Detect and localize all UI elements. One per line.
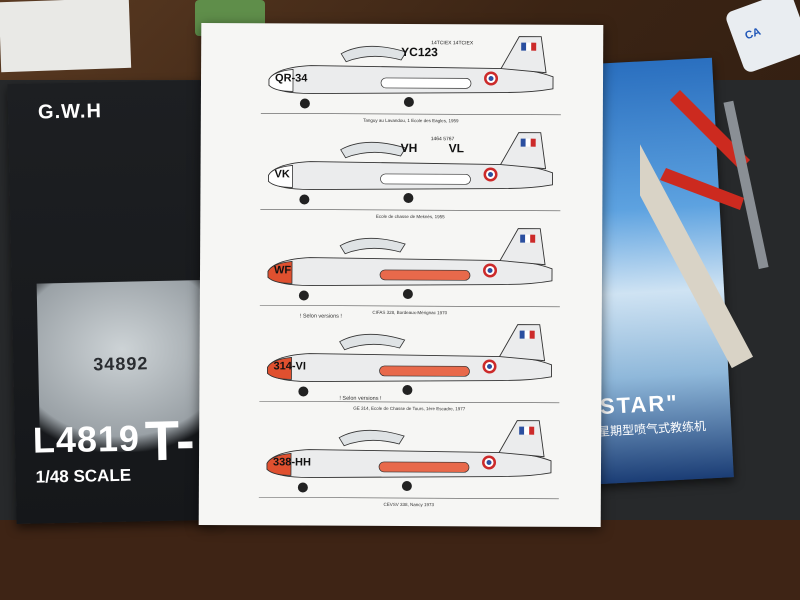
fin-flag-blue	[520, 234, 526, 243]
profile-caption: CEVSV 338, Nancy 1973	[384, 502, 435, 507]
pliers-red-handle	[670, 90, 750, 170]
roundel-inner	[488, 171, 494, 177]
fin-flag-blue	[520, 138, 526, 147]
jet-canopy	[338, 429, 405, 447]
profile-caption: Tanguy au Lavandou, 1 Ecole des Eagles, …	[363, 118, 459, 124]
pliers-red-handle-2	[660, 168, 744, 210]
aircraft-code: WF	[274, 264, 291, 276]
nose-wheel	[297, 482, 308, 493]
jet-nose	[268, 164, 293, 188]
version-note: ! Selon versions !	[339, 396, 382, 402]
fin-flag-white	[524, 330, 530, 339]
nose-wheel	[298, 290, 309, 301]
jet-nose	[268, 68, 294, 92]
fin-flag-red	[530, 234, 536, 243]
jet-tip-tank	[379, 269, 471, 281]
kit-number: L4819	[32, 417, 141, 461]
jet-tail-fin	[499, 228, 546, 266]
main-wheel	[401, 481, 412, 492]
roundel-inner	[486, 459, 492, 465]
fin-flag-white	[524, 426, 530, 435]
main-wheel	[403, 97, 414, 108]
aircraft-code: 338-HH	[273, 456, 311, 468]
tail-serial: 1464 5767	[431, 136, 455, 142]
jet-nose	[266, 452, 292, 476]
jet-canopy	[339, 237, 406, 255]
jet-canopy	[339, 333, 406, 351]
tail-serial: 14TCIEX 14TCIEX	[431, 40, 474, 46]
roundel-inner	[488, 75, 494, 81]
aircraft-code: VH	[401, 141, 418, 155]
roundel-inner	[487, 363, 493, 369]
jet-profile-4: 314-VI GE 314, Ecole de Chasse de Tours, …	[259, 313, 560, 412]
roundel-inner	[487, 267, 493, 273]
jet-tail-fin	[499, 132, 547, 170]
jet-tail-fin	[498, 420, 545, 458]
version-note: ! Selon versions !	[300, 313, 343, 319]
aircraft-code: VK	[274, 168, 289, 180]
jet-nose	[267, 260, 293, 284]
jet-tip-tank	[378, 461, 470, 473]
fin-flag-blue	[519, 426, 525, 435]
profile-caption: CIFAS 328, Bordeaux-Mérignac 1970	[372, 310, 447, 315]
jet-tip-tank	[380, 173, 471, 185]
caption-rule	[259, 400, 560, 404]
profile-caption: GE 314, Ecole de Chasse de Tours, 1ère E…	[353, 406, 466, 412]
aircraft-code: VL	[449, 141, 464, 155]
jet-nose	[267, 356, 292, 380]
kit-title-fragment: T-	[144, 408, 196, 473]
jet-canopy	[340, 141, 407, 159]
profile-caption: Ecole de chasse de Meknès, 1955	[376, 214, 445, 219]
tools-cluster	[640, 90, 769, 369]
fin-flag-red	[529, 330, 535, 339]
fin-flag-red	[530, 138, 536, 147]
kit-box-right-title: STAR"	[599, 389, 680, 420]
wood-edge-bottom	[0, 520, 800, 600]
ruler	[640, 91, 754, 369]
jet-profile-5: 338-HH CEVSV 338, Nancy 1973	[258, 420, 559, 507]
jet-profile-3: WF CIFAS 328, Bordeaux-Mérignac 1970	[259, 228, 560, 315]
caption-rule	[260, 112, 561, 116]
brand-logo: G.W.H	[37, 100, 103, 124]
fin-flag-white	[526, 42, 532, 51]
jet-tip-tank	[379, 365, 470, 377]
jet-tail-fin	[498, 324, 546, 362]
aircraft-code: 314-VI	[273, 360, 305, 372]
nose-wheel	[299, 98, 310, 109]
main-wheel	[402, 289, 413, 300]
nose-wheel	[299, 194, 310, 205]
kit-box-left: G.W.H 34892 L4819 1/48 SCALE T-	[7, 79, 251, 525]
jet-canopy	[340, 45, 407, 63]
fin-flag-red	[531, 42, 537, 51]
aircraft-code: YC123	[401, 45, 438, 59]
fin-flag-blue	[519, 330, 525, 339]
caption-rule	[260, 208, 561, 212]
kit-scale: 1/48 SCALE	[35, 465, 132, 487]
fin-flag-white	[525, 138, 531, 147]
jet-tail-fin	[500, 36, 547, 74]
main-wheel	[402, 385, 413, 396]
fin-flag-red	[529, 426, 535, 435]
main-wheel	[403, 193, 414, 204]
caption-rule	[259, 304, 560, 308]
box-art-serial: 34892	[93, 353, 149, 375]
nose-wheel	[298, 386, 309, 397]
hobby-knife	[723, 100, 769, 270]
reference-paper	[0, 0, 132, 73]
fin-flag-white	[525, 234, 531, 243]
aircraft-code: QR-34	[275, 72, 308, 84]
caption-rule	[258, 496, 559, 500]
fin-flag-blue	[521, 42, 527, 51]
jet-tip-tank	[380, 77, 472, 89]
